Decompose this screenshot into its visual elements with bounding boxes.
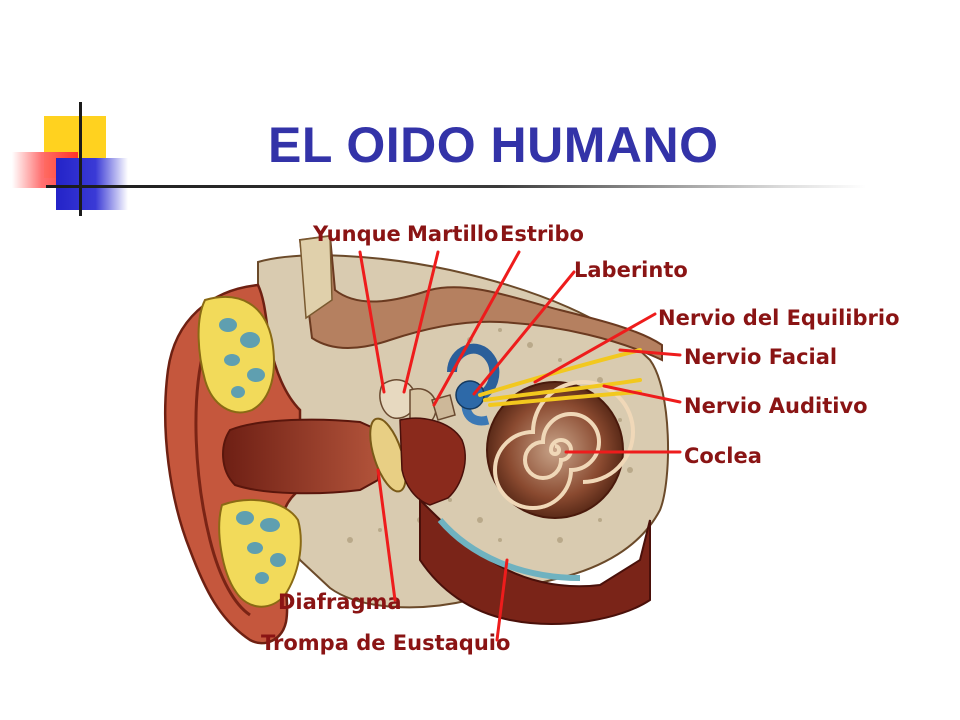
decor-vertical-line <box>79 102 82 216</box>
labyrinth <box>447 343 500 426</box>
diagram-labels: Yunque Martillo Estribo Laberinto Nervio… <box>261 222 900 655</box>
label-nervio-auditivo: Nervio Auditivo <box>684 394 868 418</box>
cartilage-lower-pattern <box>236 511 286 584</box>
title-underline <box>46 185 866 188</box>
label-trompa: Trompa de Eustaquio <box>261 631 510 655</box>
leader-lines <box>358 250 682 642</box>
slide-title: EL OIDO HUMANO <box>268 117 719 173</box>
label-coclea: Coclea <box>684 444 762 468</box>
nerves <box>478 348 642 407</box>
cartilage-upper <box>197 295 275 414</box>
decor-blue-square <box>56 158 128 210</box>
ear-canal <box>222 418 379 495</box>
label-yunque: Yunque <box>312 222 401 246</box>
cartilage-upper-pattern <box>219 318 265 398</box>
label-diafragma: Diafragma <box>278 590 402 614</box>
label-martillo: Martillo <box>407 222 499 246</box>
cochlea <box>486 380 635 519</box>
label-nervio-facial: Nervio Facial <box>684 345 837 369</box>
label-laberinto: Laberinto <box>574 258 688 282</box>
label-nervio-equilibrio: Nervio del Equilibrio <box>658 306 900 330</box>
bone-texture <box>347 328 633 543</box>
cartilage-lower <box>218 499 302 608</box>
label-estribo: Estribo <box>500 222 584 246</box>
middle-ear-cavity <box>399 417 466 506</box>
